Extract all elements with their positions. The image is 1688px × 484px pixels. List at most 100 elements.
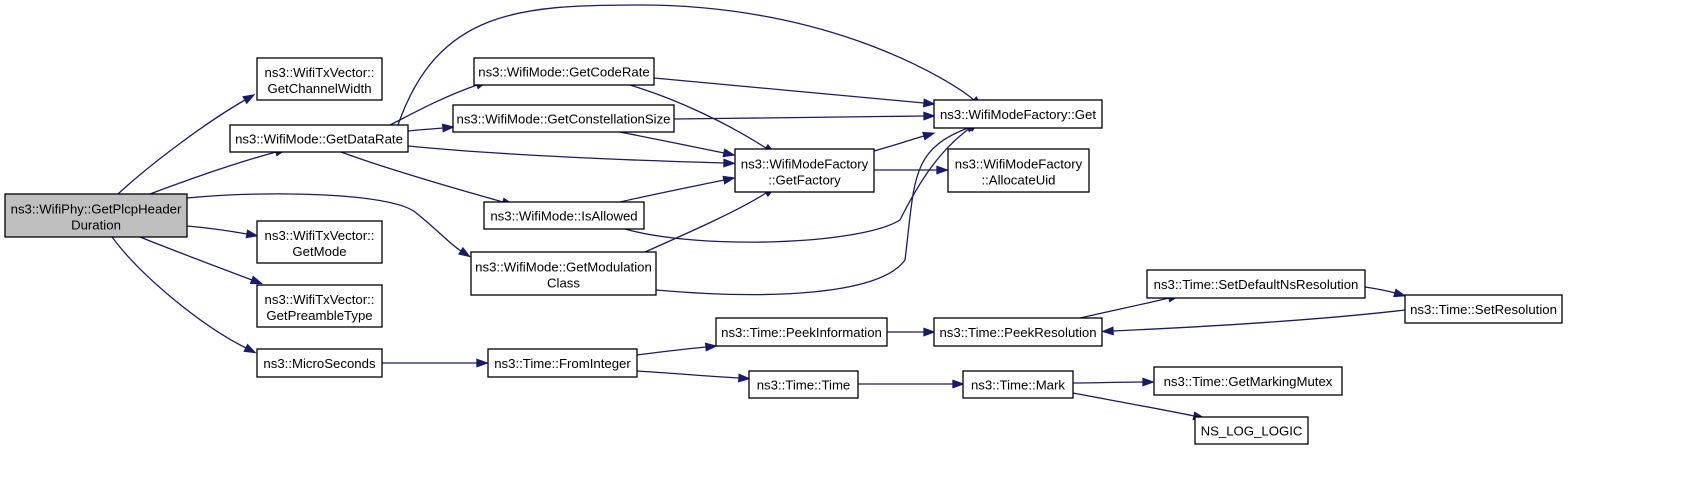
node-from-integer[interactable]: ns3::Time::FromInteger: [487, 348, 638, 378]
node-box: [748, 370, 859, 399]
edge-setResolution-to-peekResolution: [1101, 309, 1406, 336]
node-box: [256, 284, 383, 328]
node-peek-information[interactable]: ns3::Time::PeekInformation: [715, 317, 888, 347]
arrowhead: [245, 229, 259, 239]
arrowhead: [952, 379, 965, 389]
edge-timeTime-to-mark: [857, 379, 965, 389]
node-allocate-uid[interactable]: ns3::WifiModeFactory::AllocateUid: [947, 148, 1090, 193]
edge-line: [673, 115, 925, 120]
node-box: [256, 348, 383, 378]
node-label-line: ns3::Time::FromInteger: [494, 356, 631, 371]
edge-line: [1079, 297, 1170, 319]
arrowhead: [722, 148, 736, 158]
edge-getConstellationSize-to-factoryGet: [673, 111, 936, 121]
edge-mark-to-getMarkingMutex: [1072, 377, 1155, 387]
edge-line: [644, 192, 767, 253]
node-ns-log-logic[interactable]: NS_LOG_LOGIC: [1194, 416, 1309, 445]
node-factory-get[interactable]: ns3::WifiModeFactory::Get: [933, 99, 1103, 129]
edge-line: [149, 151, 277, 195]
edge-mark-to-nsLogLogic: [1072, 392, 1206, 421]
node-label-line: ns3::WifiTxVector::: [265, 292, 375, 307]
node-label-line: NS_LOG_LOGIC: [1201, 424, 1303, 439]
node-get-marking-mutex[interactable]: ns3::Time::GetMarkingMutex: [1153, 366, 1343, 396]
node-get-factory[interactable]: ns3::WifiModeFactory::GetFactory: [734, 148, 875, 193]
node-get-code-rate[interactable]: ns3::WifiMode::GetCodeRate: [473, 57, 655, 86]
node-label-line: ns3::WifiMode::IsAllowed: [490, 209, 637, 224]
arrowhead: [723, 158, 736, 168]
node-label-line: ns3::WifiModeFactory: [741, 157, 869, 172]
node-get-data-rate[interactable]: ns3::WifiMode::GetDataRate: [229, 124, 409, 153]
edge-line: [407, 127, 444, 132]
edge-line: [655, 127, 969, 296]
edge-line: [629, 84, 767, 149]
edge-getDataRate-to-getFactory: [407, 145, 736, 168]
node-box: [256, 57, 383, 101]
node-box: [962, 370, 1074, 399]
node-mark[interactable]: ns3::Time::Mark: [962, 370, 1074, 399]
node-get-constellation-size[interactable]: ns3::WifiMode::GetConstellationSize: [452, 104, 675, 133]
edge-line: [636, 346, 707, 356]
node-label-line: ::GetFactory: [768, 173, 841, 188]
edge-getCodeRate-to-factoryGet: [653, 77, 936, 108]
node-label-line: ns3::Time::Time: [757, 378, 851, 393]
node-label-line: ns3::WifiMode::GetConstellationSize: [456, 112, 670, 127]
arrowhead: [922, 98, 936, 108]
edge-root-to-getDataRate: [149, 147, 288, 195]
node-time-time[interactable]: ns3::Time::Time: [748, 370, 859, 399]
edge-line: [873, 135, 925, 152]
node-box: [933, 99, 1103, 129]
edge-line: [1364, 286, 1396, 294]
node-get-channel-width[interactable]: ns3::WifiTxVector::GetChannelWidth: [256, 57, 383, 101]
arrowhead: [1101, 326, 1114, 336]
node-set-resolution[interactable]: ns3::Time::SetResolution: [1404, 294, 1563, 324]
node-label-line: ns3::WifiMode::GetDataRate: [235, 132, 403, 147]
node-box: [483, 201, 645, 230]
arrowhead: [441, 123, 455, 133]
node-label-line: Duration: [71, 218, 121, 233]
node-label-line: ns3::WifiTxVector::: [265, 228, 375, 243]
arrowhead: [1142, 377, 1155, 387]
edge-line: [619, 179, 725, 203]
edge-isAllowed-to-getFactory: [619, 175, 736, 203]
node-label-line: ns3::WifiModeFactory::Get: [940, 107, 1096, 122]
edge-setDefaultNsResolution-to-setResolution: [1364, 286, 1407, 298]
node-label-line: ns3::Time::SetDefaultNsResolution: [1154, 277, 1359, 292]
edge-line: [619, 131, 725, 154]
node-label-line: ns3::Time::GetMarkingMutex: [1164, 374, 1333, 389]
edge-root-to-getMode: [186, 225, 259, 239]
edge-line: [624, 127, 971, 243]
node-label-line: ns3::WifiMode::GetModulation: [475, 260, 652, 275]
edge-line: [636, 370, 740, 379]
arrowhead: [923, 111, 936, 121]
node-get-mode[interactable]: ns3::WifiTxVector::GetMode: [256, 220, 383, 264]
arrowhead: [458, 246, 472, 258]
edge-peekInformation-to-peekResolution: [887, 327, 936, 337]
edge-root-to-microSeconds: [111, 236, 257, 354]
node-micro-seconds[interactable]: ns3::MicroSeconds: [256, 348, 383, 378]
arrowhead: [936, 165, 949, 175]
node-peek-resolution[interactable]: ns3::Time::PeekResolution: [933, 317, 1103, 347]
edge-line: [397, 4, 975, 126]
node-set-default-ns-resolution[interactable]: ns3::Time::SetDefaultNsResolution: [1146, 269, 1366, 299]
node-box: [1404, 294, 1563, 324]
arrowhead: [722, 175, 736, 185]
edge-line: [389, 84, 478, 126]
node-label-line: Class: [547, 276, 580, 291]
arrowhead: [1393, 288, 1407, 298]
node-box: [229, 124, 409, 153]
edge-line: [1112, 309, 1406, 332]
node-label-line: GetChannelWidth: [267, 81, 371, 96]
edge-getDataRate-to-getConstellationSize: [407, 123, 455, 133]
node-label-line: GetMode: [292, 244, 346, 259]
node-label-line: GetPreambleType: [266, 308, 372, 323]
node-box: [256, 220, 383, 264]
edge-root-to-getModulationClass: [186, 193, 472, 258]
node-box: [4, 193, 188, 238]
edge-line: [186, 225, 248, 235]
node-get-preamble-type[interactable]: ns3::WifiTxVector::GetPreambleType: [256, 284, 383, 328]
node-is-allowed[interactable]: ns3::WifiMode::IsAllowed: [483, 201, 645, 230]
node-box: [470, 251, 657, 296]
node-box: [715, 317, 888, 347]
